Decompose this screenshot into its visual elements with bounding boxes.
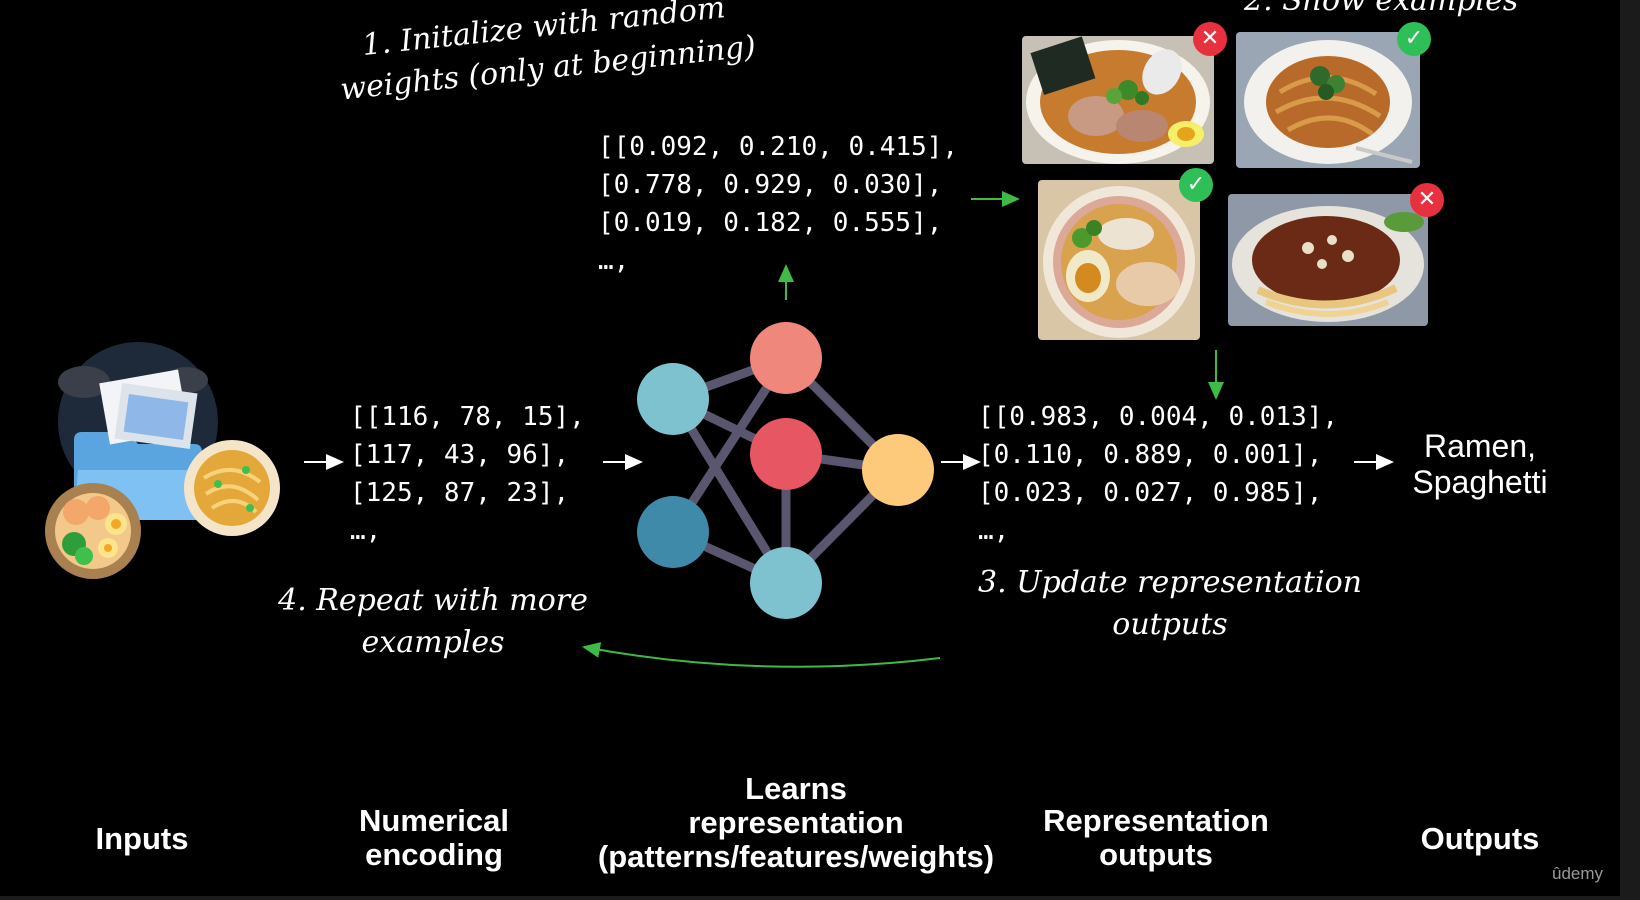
final-output-labels: Ramen, Spaghetti [1412,428,1548,500]
network-node-input-1 [637,363,709,435]
udemy-logo: ûdemy [1552,864,1604,883]
stage-label-learns-representation: Learns representation (patterns/features… [597,771,995,874]
example-photo-4 [1228,194,1428,326]
correct-badge-icon: ✓ [1397,22,1431,56]
incorrect-badge-icon: ✕ [1193,22,1227,56]
example-photo-2 [1236,32,1420,168]
stage-label-outputs: Outputs [1420,821,1540,856]
network-node-output [862,434,934,506]
network-node-input-2 [637,496,709,568]
encoding-matrix: [[116, 78, 15], [117, 43, 96], [125, 87,… [350,402,585,546]
window-right-edge [1620,0,1640,900]
output-matrix: [[0.983, 0.004, 0.013], [0.110, 0.889, 0… [978,402,1339,546]
ramen-photo-icon [1038,180,1200,340]
incorrect-badge-icon: ✕ [1410,183,1444,217]
network-node-hidden-3 [750,547,822,619]
network-node-hidden-2 [750,418,822,490]
spaghetti-photo-icon [1228,194,1428,326]
window-bottom-edge [0,896,1640,900]
arrow-repeat-loop [582,642,941,668]
step-2-annotation: 2. Show examples [1244,0,1519,18]
example-photo-1 [1022,36,1214,164]
weights-matrix: [[0.092, 0.210, 0.415], [0.778, 0.929, 0… [598,132,959,276]
stage-label-representation-outputs: Representation outputs [1043,803,1269,872]
network-node-hidden-1 [750,322,822,394]
step-3-annotation: 3. Update representation outputs [978,565,1362,642]
inputs-illustration [45,342,280,579]
step-4-annotation: 4. Repeat with more examples [278,583,588,660]
spaghetti-photo-icon [1236,32,1420,168]
stage-label-inputs: Inputs [95,821,189,856]
correct-badge-icon: ✓ [1179,168,1213,202]
example-photo-3 [1038,180,1200,340]
ramen-photo-icon [1022,36,1214,164]
stage-label-numerical-encoding: Numerical encoding [359,803,509,872]
